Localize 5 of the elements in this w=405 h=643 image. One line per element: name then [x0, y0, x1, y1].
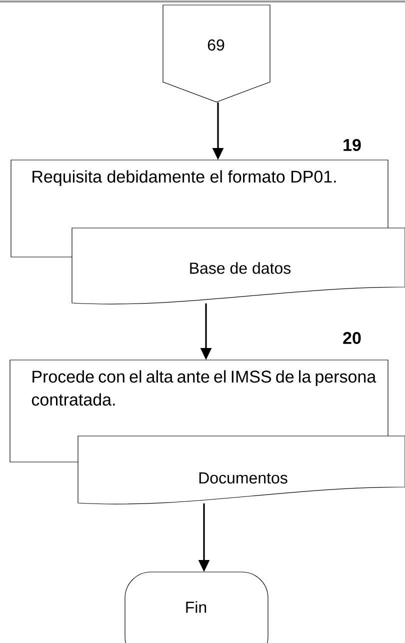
offpage-connector: 69 [162, 4, 270, 102]
step-number: 19 [344, 138, 361, 152]
node-label: Documentos [199, 472, 288, 484]
step-number: 20 [343, 332, 361, 344]
node-label: Base de datos [190, 262, 291, 274]
